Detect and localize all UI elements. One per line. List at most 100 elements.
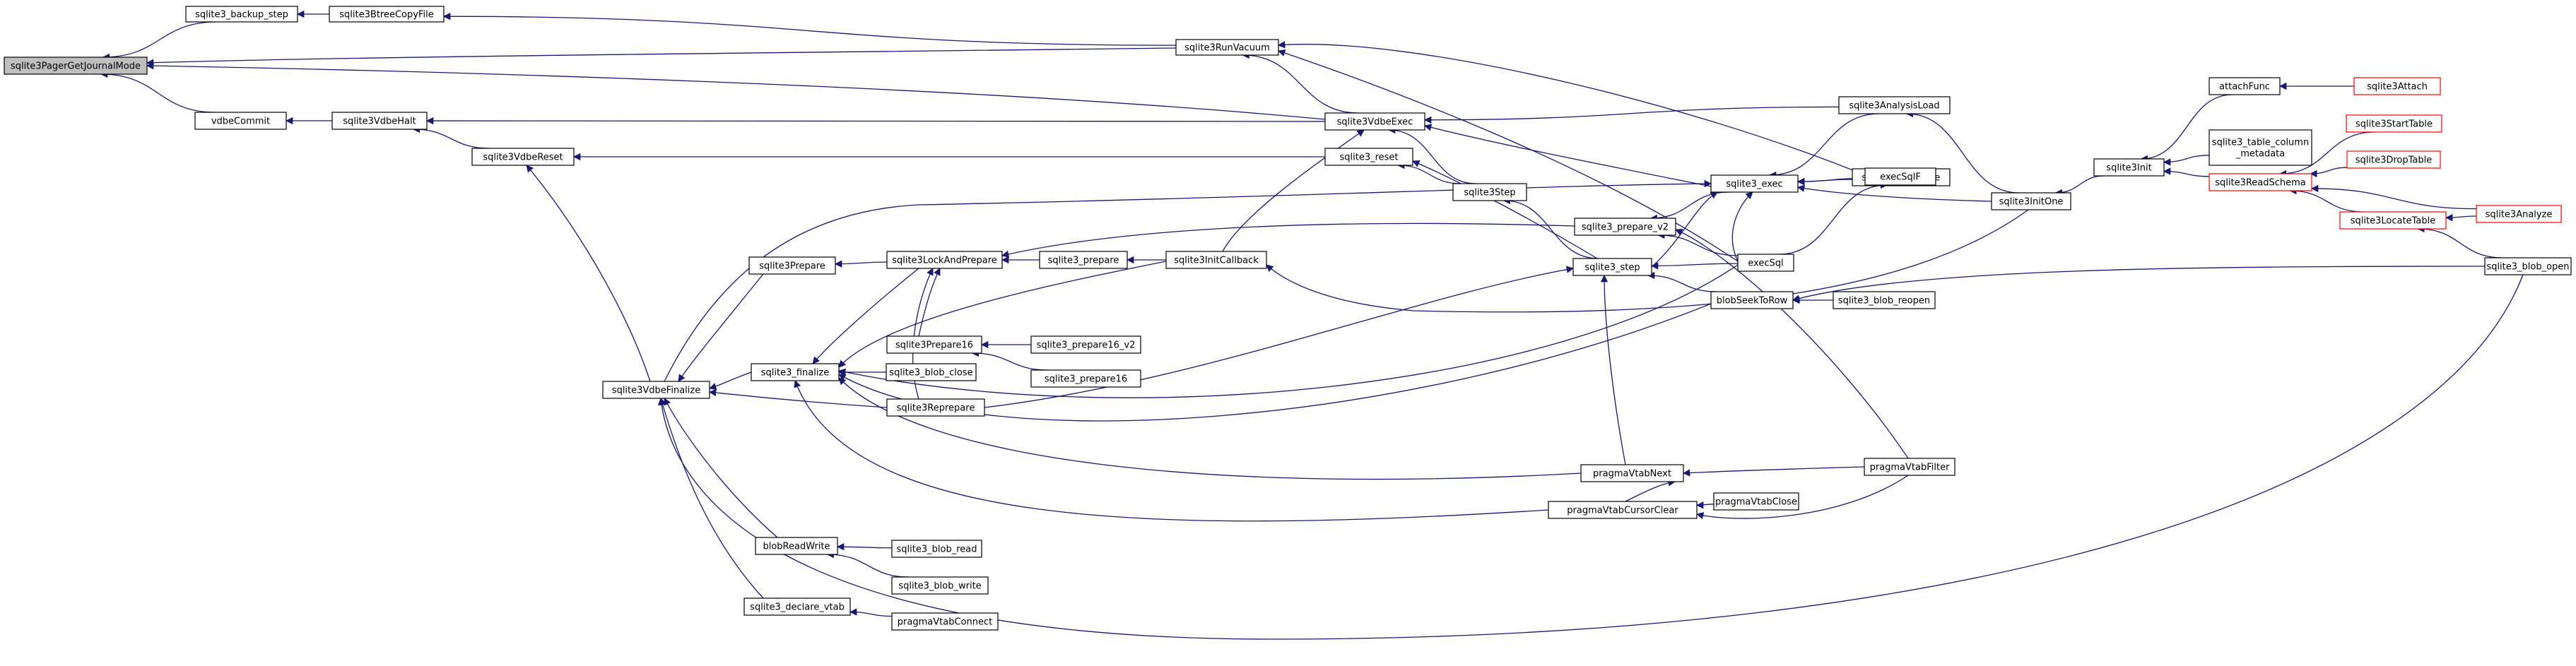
node-btreecopy[interactable]: sqlite3BtreeCopyFile (329, 6, 445, 23)
node-vdbefinalize[interactable]: sqlite3VdbeFinalize (602, 381, 710, 399)
node-vdbeexec[interactable]: sqlite3VdbeExec (1324, 112, 1425, 131)
node-label: sqlite3_blob_write (898, 581, 981, 592)
node-runvacuum[interactable]: sqlite3RunVacuum (1175, 39, 1279, 56)
edge-analyze-to-locatetable (2445, 214, 2477, 222)
node-blobseek[interactable]: blobSeekToRow (1710, 291, 1794, 309)
edge-blobreadwrite-to-vdbefinalize (664, 398, 778, 538)
edge-blobread-to-blobreadwrite (836, 542, 893, 551)
node-label: sqlite3_blob_close (889, 368, 972, 379)
node-locatetable[interactable]: sqlite3LocateTable (2339, 211, 2447, 230)
node-label: blobReadWrite (763, 542, 830, 552)
node-finalize[interactable]: sqlite3_finalize (751, 363, 840, 381)
node-cursorclear[interactable]: pragmaVtabCursorClear (1548, 501, 1698, 519)
edge-vdbefinalize-to-vdbereset (526, 165, 651, 382)
node-analysisload[interactable]: sqlite3AnalysisLoad (1838, 96, 1951, 114)
node-box (2209, 173, 2312, 191)
node-box (2209, 77, 2281, 95)
edge-runvacuum-to-btreecopy (442, 13, 1177, 46)
node-label: sqlite3InitCallback (1174, 256, 1259, 266)
edge-execsql-to-execsqlf (1779, 181, 1888, 255)
edge-tcm-to-init (2163, 155, 2210, 166)
edge-step-to-reset (1412, 160, 1598, 259)
node-prepare_v2[interactable]: sqlite3_prepare_v2 (1574, 218, 1676, 236)
node-blobreopen[interactable]: sqlite3_blob_reopen (1833, 291, 1936, 309)
node-label: _metadata (2235, 149, 2286, 160)
node-box (1030, 335, 1141, 354)
node-box (1710, 174, 1799, 193)
node-label: sqlite3Step (1464, 188, 1515, 198)
node-prepare[interactable]: sqlite3Prepare (748, 256, 836, 275)
node-lockandprepare[interactable]: sqlite3LockAndPrepare (886, 251, 1003, 269)
node-label: pragmaVtabCursorClear (1567, 506, 1678, 516)
node-label: sqlite3RunVacuum (1184, 43, 1270, 54)
node-initone[interactable]: sqlite3InitOne (1991, 192, 2071, 210)
node-box (471, 148, 575, 166)
node-box (886, 398, 985, 417)
node-label: blobSeekToRow (1717, 296, 1788, 307)
edge-blobwrite-to-blobreadwrite (826, 550, 910, 578)
edge-s3step-to-vdbeexec (1387, 126, 1476, 184)
node-vdbereset[interactable]: sqlite3VdbeReset (471, 148, 575, 166)
node-label: sqlite3StartTable (2356, 119, 2433, 130)
node-execsqlf[interactable]: execSqlF (1864, 167, 1936, 186)
node-prepare16_api[interactable]: sqlite3_prepare16 (1030, 369, 1141, 388)
node-droptable[interactable]: sqlite3DropTable (2346, 150, 2441, 169)
node-box (1039, 251, 1128, 269)
node-box (1452, 183, 1527, 201)
node-prepare16_v2[interactable]: sqlite3_prepare16_v2 (1030, 335, 1141, 354)
edge-prepare-to-vdbefinalize (678, 273, 764, 382)
node-box (891, 540, 982, 558)
node-root[interactable]: sqlite3PagerGetJournalMode (4, 57, 148, 75)
node-exec[interactable]: sqlite3_exec (1710, 174, 1799, 193)
node-vtabnext[interactable]: pragmaVtabNext (1580, 464, 1684, 482)
node-blobwrite[interactable]: sqlite3_blob_write (891, 576, 989, 595)
edge-vdbeexec-to-root (146, 61, 1326, 120)
node-label: vdbeCommit (211, 117, 270, 127)
node-label: sqlite3Analyze (2486, 210, 2553, 220)
node-box (2346, 114, 2442, 133)
node-attachfunc[interactable]: attachFunc (2209, 77, 2281, 95)
node-label: sqlite3_blob_open (2486, 262, 2569, 273)
node-init[interactable]: sqlite3Init (2093, 158, 2165, 177)
node-label: pragmaVtabClose (1715, 497, 1797, 508)
node-label: sqlite3_blob_read (897, 545, 977, 555)
node-starttable[interactable]: sqlite3StartTable (2346, 114, 2442, 133)
node-box (4, 57, 148, 75)
edge-prepare_v2-to-lockandprepare (1001, 222, 1575, 258)
node-box (1838, 96, 1951, 114)
node-vdbehalt[interactable]: sqlite3VdbeHalt (331, 112, 428, 130)
node-prepare16[interactable]: sqlite3Prepare16 (886, 335, 982, 354)
node-initcallback[interactable]: sqlite3InitCallback (1165, 251, 1267, 269)
edge-initone-to-analysisload (1905, 109, 2019, 194)
edge-initcallback-to-finalize (838, 261, 1167, 368)
node-reset[interactable]: sqlite3_reset (1324, 148, 1413, 166)
node-backup_step[interactable]: sqlite3_backup_step (185, 6, 298, 23)
node-analyze[interactable]: sqlite3Analyze (2476, 205, 2562, 223)
node-label: sqlite3BtreeCopyFile (339, 10, 433, 20)
node-readschema[interactable]: sqlite3ReadSchema (2209, 173, 2312, 191)
node-attach[interactable]: sqlite3Attach (2353, 77, 2441, 95)
edge-finalize-to-vdbefinalize (709, 371, 752, 391)
node-blobread[interactable]: sqlite3_blob_read (891, 540, 982, 558)
node-vtabclose[interactable]: pragmaVtabClose (1713, 492, 1799, 511)
node-label: pragmaVtabConnect (898, 617, 992, 628)
node-execsql[interactable]: execSql (1737, 254, 1794, 272)
node-box (886, 335, 982, 354)
node-label: sqlite3Attach (2367, 82, 2428, 93)
node-blobclose[interactable]: sqlite3_blob_close (886, 363, 977, 381)
node-vtabfilter[interactable]: pragmaVtabFilter (1864, 458, 1955, 476)
node-label: sqlite3_prepare16 (1045, 374, 1127, 385)
node-step[interactable]: sqlite3_step (1572, 258, 1652, 276)
node-label: sqlite3VdbeExec (1337, 117, 1413, 128)
node-declarevtab[interactable]: sqlite3_declare_vtab (743, 597, 851, 616)
node-blobreadwrite[interactable]: blobReadWrite (755, 537, 838, 555)
node-tcm[interactable]: sqlite3_table_column_metadata (2209, 129, 2312, 166)
node-prepare_api[interactable]: sqlite3_prepare (1039, 251, 1128, 269)
node-vtabconnect[interactable]: pragmaVtabConnect (891, 612, 999, 631)
node-vdbecommit[interactable]: vdbeCommit (194, 112, 287, 130)
node-s3step[interactable]: sqlite3Step (1452, 183, 1527, 201)
node-blobopen[interactable]: sqlite3_blob_open (2484, 257, 2572, 275)
node-box (1991, 192, 2071, 210)
node-reprepare[interactable]: sqlite3Reprepare (886, 398, 985, 417)
node-label: execSqlF (1880, 172, 1921, 183)
